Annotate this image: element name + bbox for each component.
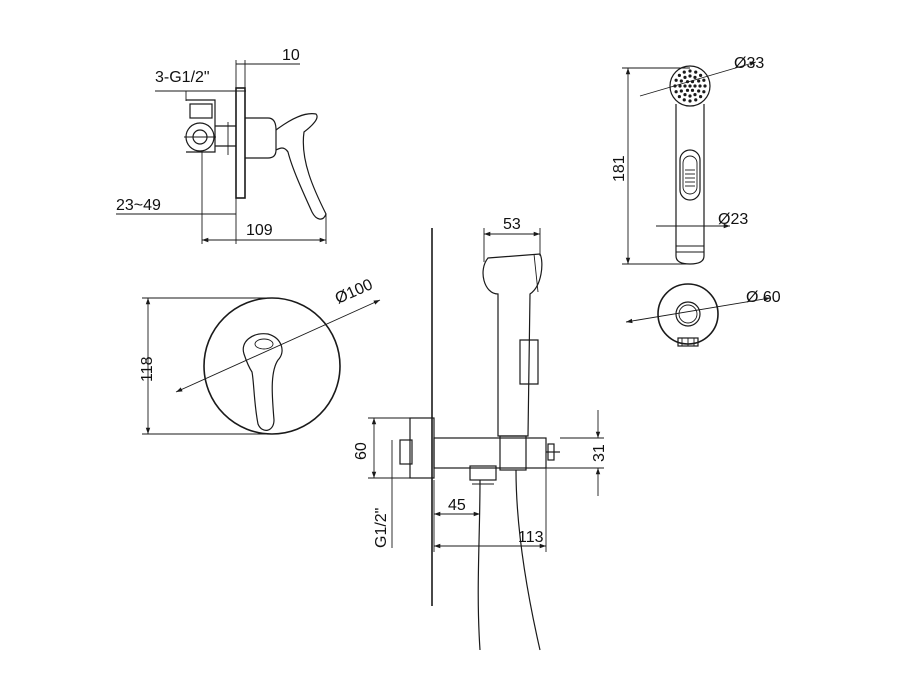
nozzle-dot xyxy=(693,93,697,97)
spray-nozzles xyxy=(673,69,707,103)
holder-knob xyxy=(547,443,555,461)
nozzle-dot xyxy=(688,99,692,103)
nozzle-dot xyxy=(702,78,706,82)
hose-right xyxy=(515,469,541,651)
nozzle-dot xyxy=(702,90,706,94)
holder-height-label: 31 xyxy=(591,444,608,462)
outlet-height-label: 60 xyxy=(353,442,370,460)
nozzle-dot xyxy=(674,90,678,94)
nozzle-dot xyxy=(688,69,692,73)
wall-plate xyxy=(235,87,246,199)
nozzle-dot xyxy=(678,84,682,88)
nozzle-dot xyxy=(697,79,701,83)
trigger-opening xyxy=(679,149,701,201)
outlet-block xyxy=(409,417,435,479)
holder-length-label: 113 xyxy=(518,529,544,546)
valve-side-view: 3-G1/2" 10 23~49 109 xyxy=(116,47,327,244)
nozzle-dot xyxy=(679,89,683,93)
holder-bar xyxy=(433,437,547,469)
valve-front-view: Ø100 118 xyxy=(139,276,381,435)
nozzle-dot xyxy=(677,95,681,99)
flange-outer xyxy=(657,283,719,345)
nozzle-dot xyxy=(683,75,687,79)
outlet-thread-label: G1/2" xyxy=(373,508,390,548)
nozzle-dot xyxy=(683,93,687,97)
nozzle-dot xyxy=(688,94,692,98)
grip-diameter-label: Ø23 xyxy=(718,211,748,228)
thread-label: 3-G1/2" xyxy=(155,69,210,86)
trigger-ribs xyxy=(685,169,695,187)
plate-diameter-label: Ø100 xyxy=(333,276,376,307)
lever-front xyxy=(242,333,283,431)
handset-neck xyxy=(499,435,527,471)
handset-trigger xyxy=(519,339,539,385)
lever-handle xyxy=(275,113,327,220)
outlet-nipple xyxy=(399,439,413,465)
nozzle-dot xyxy=(693,75,697,79)
hose-left xyxy=(477,479,481,651)
nozzle-dot xyxy=(698,84,702,88)
plate-thickness-label: 10 xyxy=(282,47,300,64)
holder-view: 53 60 G1/2" 45 113 31 xyxy=(353,216,608,651)
nozzle-dot xyxy=(694,98,698,102)
height-label: 118 xyxy=(139,356,156,382)
flange-diameter-label: Ø 60 xyxy=(746,289,781,306)
top-port xyxy=(189,103,213,119)
hose-offset-label: 45 xyxy=(448,497,466,514)
nozzle-dot xyxy=(674,78,678,82)
flange-bore xyxy=(675,301,701,327)
nozzle-dot xyxy=(682,98,686,102)
nozzle-dot xyxy=(688,84,692,88)
nozzle-dot xyxy=(699,95,703,99)
flange-diameter-dim-line xyxy=(625,296,771,324)
escutcheon-hub xyxy=(245,117,277,159)
handset-front-view: Ø33 181 Ø23 xyxy=(611,55,764,265)
nozzle-dot xyxy=(688,74,692,78)
nozzle-dot xyxy=(685,88,690,92)
handset-head xyxy=(669,65,711,107)
head-diameter-dim-line xyxy=(639,61,757,97)
nozzle-dot xyxy=(703,84,707,88)
nozzle-dot xyxy=(697,89,701,93)
plate-diameter-dim-line xyxy=(175,299,381,393)
nozzle-dot xyxy=(699,73,703,77)
wall-depth-label: 23~49 xyxy=(116,197,161,214)
nozzle-dot xyxy=(679,79,683,83)
nozzle-dot xyxy=(677,73,681,77)
nozzle-dot xyxy=(690,88,695,92)
handset-width-label: 53 xyxy=(503,216,521,233)
nozzle-dot xyxy=(694,70,698,74)
head-diameter-label: Ø33 xyxy=(734,55,764,72)
nozzle-dot xyxy=(682,70,686,74)
cover-plate xyxy=(203,297,341,435)
total-depth-label: 109 xyxy=(246,222,273,239)
nozzle-dot xyxy=(693,84,697,88)
handset-body xyxy=(482,253,543,437)
nozzle-dot xyxy=(683,84,687,88)
flange-view: Ø 60 xyxy=(625,283,781,347)
length-label: 181 xyxy=(611,155,628,182)
